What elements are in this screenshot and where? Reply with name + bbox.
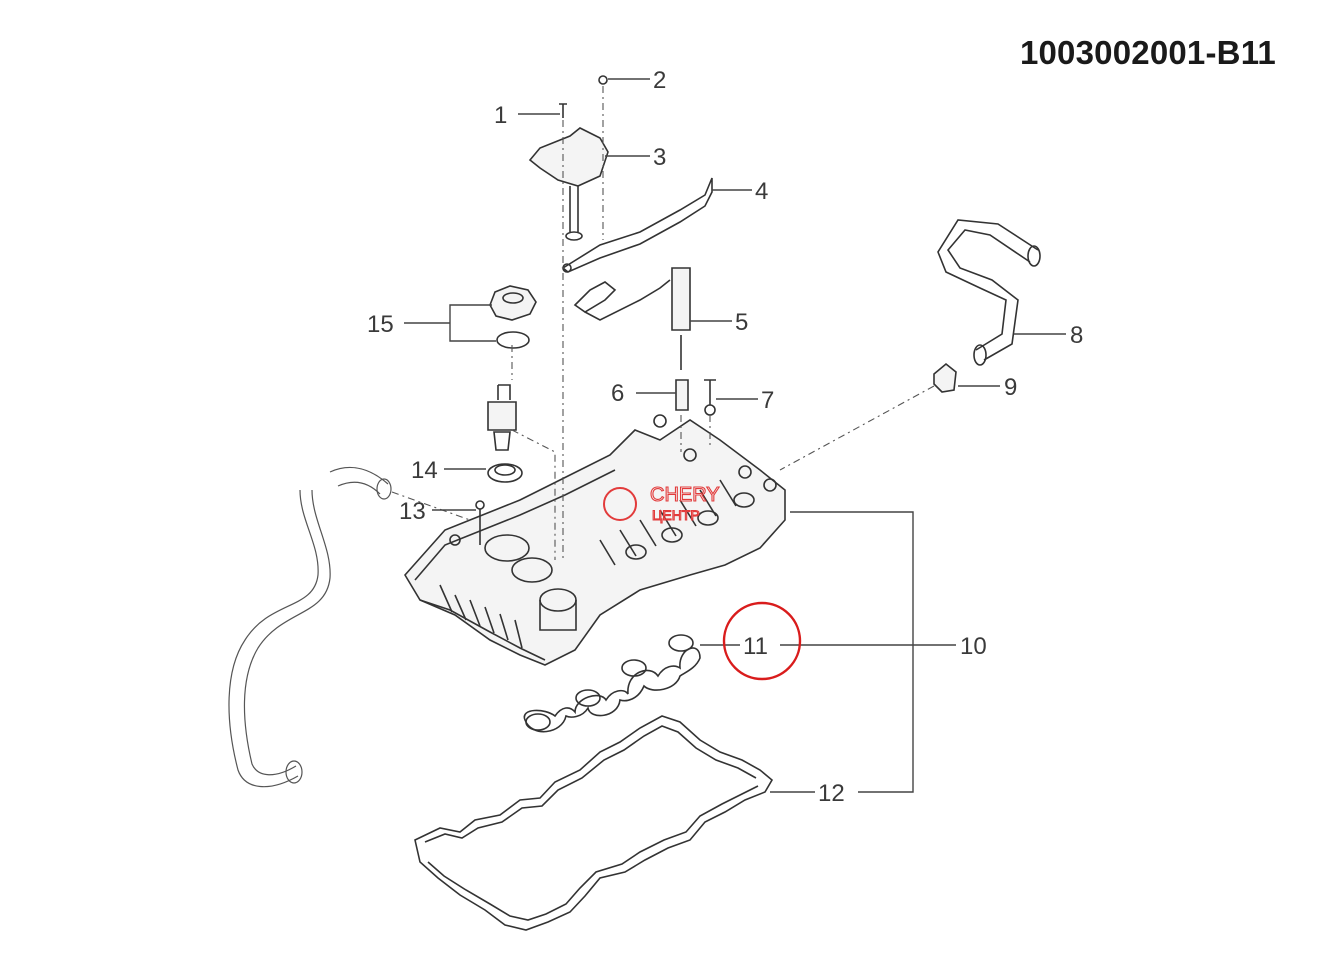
callout-10: 10 (960, 633, 987, 660)
callout-9: 9 (1004, 374, 1017, 401)
callout-12: 12 (818, 780, 845, 807)
callout-14: 14 (411, 457, 438, 484)
callout-labels: 1 2 3 4 5 6 7 8 9 10 11 12 13 14 15 (367, 67, 1083, 807)
pcv-assembly (528, 75, 713, 273)
oil-filler-cap (489, 285, 537, 349)
callout-8: 8 (1070, 322, 1083, 349)
assembly-dash-lines (391, 86, 935, 560)
watermark-subtitle: ЦЕНТР (652, 507, 700, 523)
callout-1: 1 (494, 102, 507, 129)
callout-6: 6 (611, 380, 624, 407)
callout-5: 5 (735, 309, 748, 336)
watermark-logo: CHERY ЦЕНТР (603, 483, 720, 524)
watermark-brand: CHERY (650, 484, 720, 506)
callout-15: 15 (367, 311, 394, 338)
callout-4: 4 (755, 178, 768, 205)
oil-control-valve (487, 384, 523, 483)
valve-cover (404, 414, 786, 666)
callout-11: 11 (743, 633, 768, 660)
part-number-title: 1003002001-B11 (1019, 34, 1276, 71)
spark-plug-tube-gaskets (523, 634, 701, 733)
highlight-circle (722, 601, 802, 681)
callout-13: 13 (399, 498, 426, 525)
breather-hose (228, 466, 392, 788)
callout-3: 3 (653, 144, 666, 171)
valve-cover-gasket (414, 715, 774, 931)
sensor-and-studs (573, 267, 716, 416)
leader-lines (404, 78, 1066, 793)
cover-bolt (475, 500, 485, 545)
callout-2: 2 (653, 67, 666, 94)
pcv-hose (933, 219, 1041, 393)
callout-7: 7 (761, 387, 774, 414)
